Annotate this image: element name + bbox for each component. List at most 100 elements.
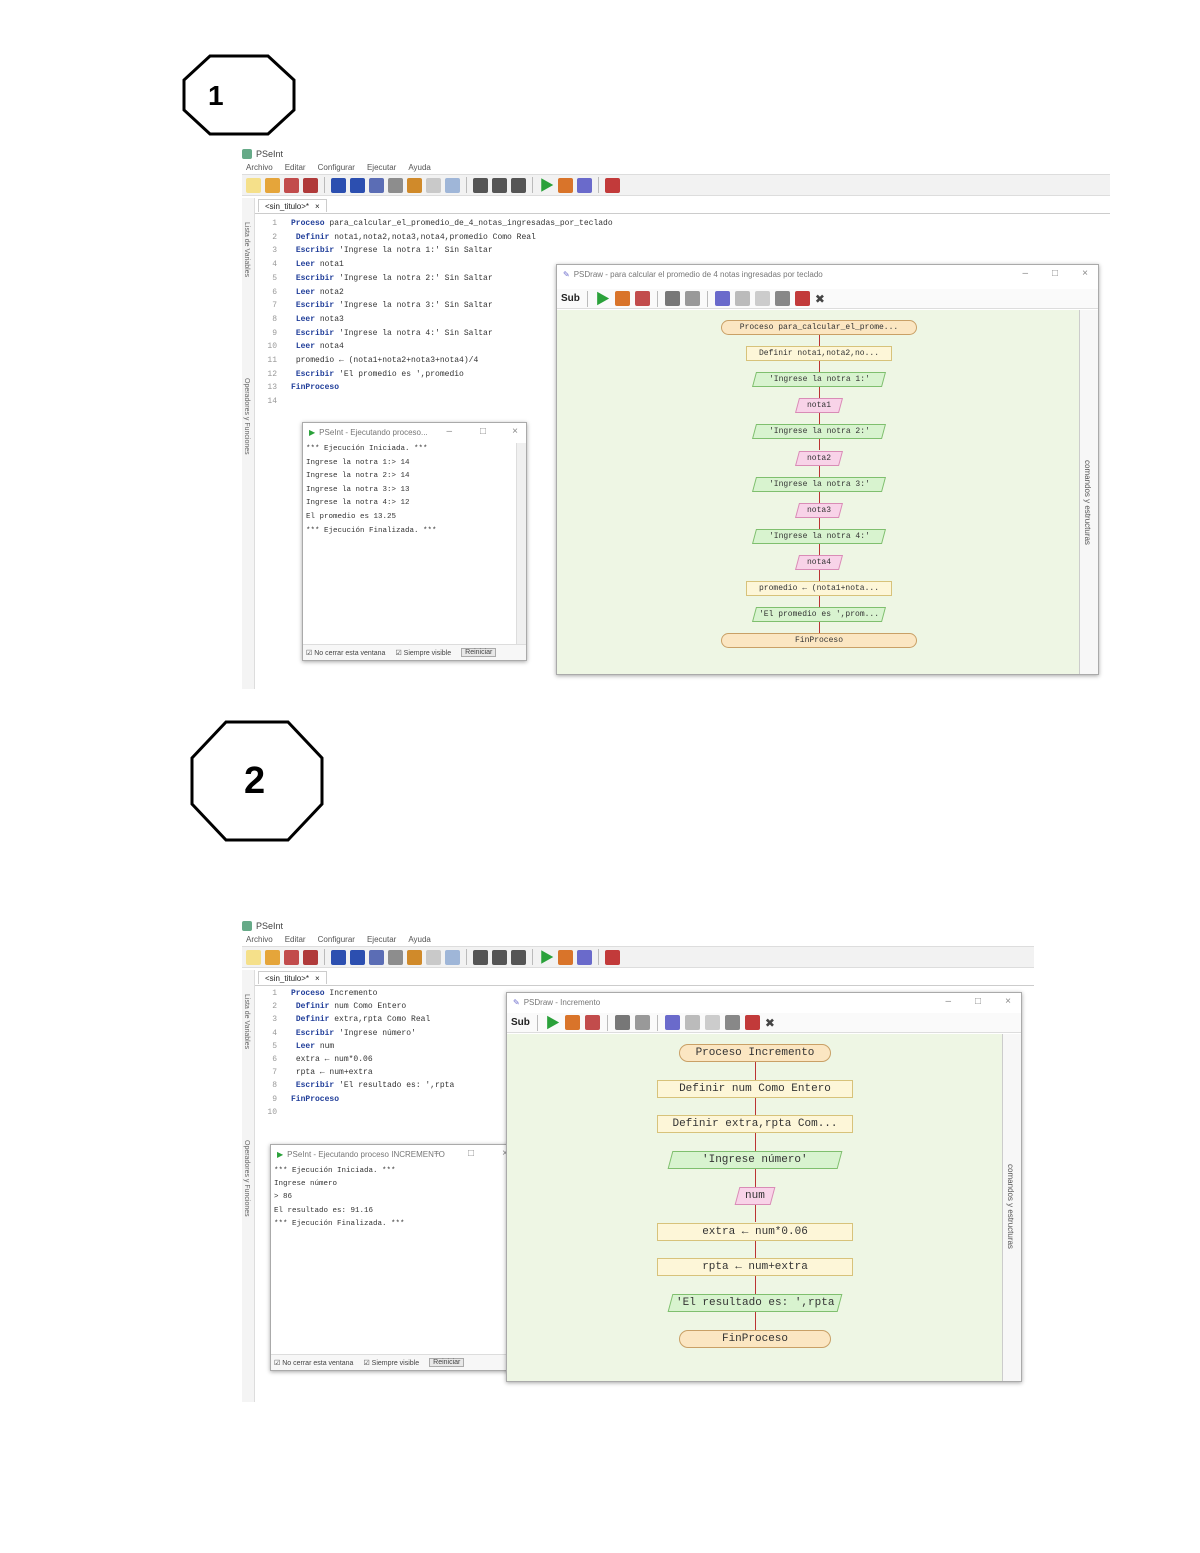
minimize-button[interactable]: –	[446, 426, 452, 437]
code-line[interactable]: 4 Escribir 'Ingrese número'	[255, 1027, 454, 1040]
console-scrollbar[interactable]	[516, 443, 526, 644]
menu-configurar[interactable]: Configurar	[317, 163, 355, 172]
flow-node-term[interactable]: FinProceso	[721, 633, 917, 649]
save-icon[interactable]	[284, 949, 299, 965]
replace-icon[interactable]	[511, 949, 526, 965]
indent-icon[interactable]	[426, 949, 441, 965]
close-icon[interactable]: ✖	[764, 1015, 775, 1030]
minimize-button[interactable]: –	[945, 996, 951, 1007]
style-icon[interactable]	[774, 291, 790, 306]
menu-editar[interactable]: Editar	[284, 163, 306, 172]
sub-button[interactable]: Sub	[511, 1017, 530, 1028]
code-line[interactable]: 2 Definir num Como Entero	[255, 1000, 454, 1013]
code-line[interactable]: 2 Definir nota1,nota2,nota3,nota4,promed…	[255, 231, 613, 245]
cut-icon[interactable]	[369, 177, 384, 193]
close-button[interactable]: ×	[1082, 268, 1088, 279]
menu-archivo[interactable]: Archivo	[246, 935, 273, 944]
flow-node-term[interactable]: Proceso para_calcular_el_prome...	[721, 320, 917, 335]
menu-ayuda[interactable]: Ayuda	[408, 935, 431, 944]
flowchart-icon[interactable]	[664, 1015, 680, 1030]
code-line[interactable]: 8 Escribir 'El resultado es: ',rpta	[255, 1079, 454, 1092]
code-line[interactable]: 8 Leer nota3	[255, 313, 613, 327]
flow-node-out[interactable]: 'El resultado es: ',rpta	[667, 1293, 843, 1312]
always-visible-checkbox[interactable]: ☑ Siempre visible	[363, 1359, 420, 1367]
save-icon[interactable]	[634, 291, 650, 306]
restart-button[interactable]: Reiniciar	[461, 648, 497, 657]
operators-panel-tab[interactable]: Operadores y Funciones	[243, 378, 250, 455]
editor-tab[interactable]: <sin_titulo>* ×	[258, 199, 327, 212]
zoom-icon[interactable]	[664, 291, 680, 306]
close-icon[interactable]: ✖	[814, 291, 825, 306]
new-file-icon[interactable]	[246, 177, 261, 193]
code-line[interactable]: 5 Escribir 'Ingrese la notra 2:' Sin Sal…	[255, 272, 613, 286]
close-tab-icon[interactable]: ×	[315, 201, 320, 211]
redo-icon[interactable]	[350, 949, 365, 965]
comment-icon[interactable]	[445, 177, 460, 193]
commands-panel-label[interactable]: comandos y estructuras	[1083, 460, 1092, 545]
paste-icon[interactable]	[407, 177, 422, 193]
flow-node-in[interactable]: nota3	[794, 502, 844, 518]
help-icon[interactable]	[605, 949, 620, 965]
menu-editar[interactable]: Editar	[284, 935, 306, 944]
menu-ejecutar[interactable]: Ejecutar	[366, 935, 397, 944]
code-line[interactable]: 7 Escribir 'Ingrese la notra 3:' Sin Sal…	[255, 299, 613, 313]
flow-node-out[interactable]: 'Ingrese la notra 1:'	[751, 372, 887, 388]
minimize-button[interactable]: –	[434, 1148, 440, 1159]
flow-node-proc[interactable]: rpta ← num+extra	[657, 1258, 853, 1277]
code-line[interactable]: 3 Escribir 'Ingrese la notra 1:' Sin Sal…	[255, 244, 613, 258]
save-icon[interactable]	[284, 177, 299, 193]
flow-node-proc[interactable]: Definir num Como Entero	[657, 1079, 853, 1098]
variables-panel-tab[interactable]: Lista de Variables	[243, 994, 250, 1050]
maximize-button[interactable]: □	[1051, 268, 1058, 279]
flow-node-in[interactable]: nota4	[794, 554, 844, 570]
copy-icon[interactable]	[388, 177, 403, 193]
operators-panel-tab[interactable]: Operadores y Funciones	[243, 1140, 250, 1217]
indent-icon[interactable]	[426, 177, 441, 193]
code-line[interactable]: 11 promedio ← (nota1+nota2+nota3+nota4)/…	[255, 354, 613, 368]
flow-node-proc[interactable]: extra ← num*0.06	[657, 1222, 853, 1241]
close-button[interactable]: ×	[512, 426, 518, 437]
find-next-icon[interactable]	[492, 949, 507, 965]
code-line[interactable]: 6 Leer nota2	[255, 286, 613, 300]
menu-ayuda[interactable]: Ayuda	[408, 163, 431, 172]
undo-icon[interactable]	[331, 177, 346, 193]
maximize-button[interactable]: □	[479, 426, 486, 437]
new-file-icon[interactable]	[246, 949, 261, 965]
undo-icon[interactable]	[331, 949, 346, 965]
search-icon[interactable]	[473, 177, 488, 193]
commands-panel-label[interactable]: comandos y estructuras	[1006, 1164, 1015, 1249]
flow-node-proc[interactable]: promedio ← (nota1+nota...	[746, 581, 892, 596]
cut-icon[interactable]	[369, 949, 384, 965]
flow-node-out[interactable]: 'Ingrese la notra 4:'	[751, 528, 887, 544]
open-folder-icon[interactable]	[265, 177, 280, 193]
close-button[interactable]: ×	[502, 1148, 508, 1159]
menu-archivo[interactable]: Archivo	[246, 163, 273, 172]
editor-tab[interactable]: <sin_titulo>* ×	[258, 971, 327, 984]
search-icon[interactable]	[473, 949, 488, 965]
flowchart-icon[interactable]	[577, 177, 592, 193]
menu-configurar[interactable]: Configurar	[317, 935, 355, 944]
code-line[interactable]: 10	[255, 1106, 454, 1119]
keep-open-checkbox[interactable]: ☑ No cerrar esta ventana	[306, 649, 386, 657]
flowchart-canvas[interactable]: Proceso para_calcular_el_prome...Definir…	[557, 310, 1079, 674]
help-icon[interactable]	[605, 177, 620, 193]
save-as-icon[interactable]	[303, 949, 318, 965]
text-size-icon[interactable]	[704, 1015, 720, 1030]
flow-node-out[interactable]: 'Ingrese la notra 3:'	[751, 476, 887, 492]
code-line[interactable]: 10 Leer nota4	[255, 340, 613, 354]
comment-icon[interactable]	[445, 949, 460, 965]
restart-button[interactable]: Reiniciar	[429, 1358, 465, 1367]
run-icon[interactable]	[541, 178, 554, 192]
code-line[interactable]: 9 Escribir 'Ingrese la notra 4:' Sin Sal…	[255, 327, 613, 341]
step-run-icon[interactable]	[614, 291, 630, 306]
redo-icon[interactable]	[350, 177, 365, 193]
open-folder-icon[interactable]	[265, 949, 280, 965]
code-line[interactable]: 3 Definir extra,rpta Como Real	[255, 1013, 454, 1026]
text-size-icon[interactable]	[754, 291, 770, 306]
